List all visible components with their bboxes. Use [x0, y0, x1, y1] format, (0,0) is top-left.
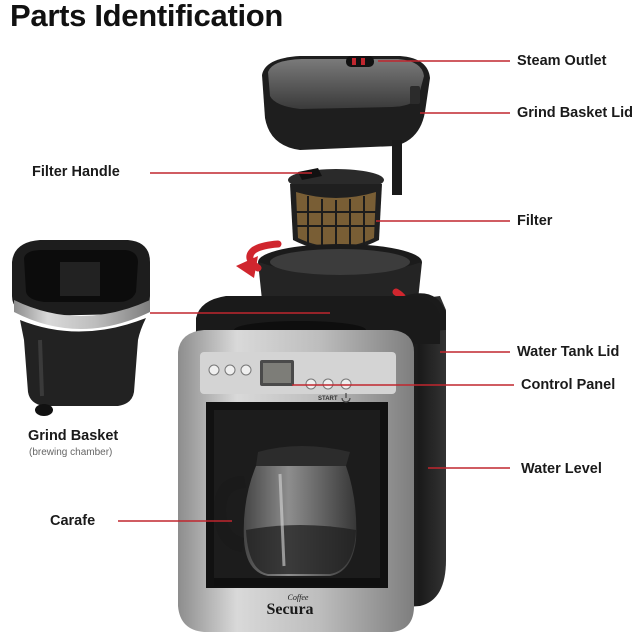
control-buttons: [208, 364, 352, 390]
start-label: START: [318, 396, 338, 402]
leader-lines: [118, 60, 514, 522]
label-water-tank-lid: Water Tank Lid: [517, 344, 620, 360]
lid-hinge-arm: [392, 140, 402, 195]
label-filter-handle: Filter Handle: [32, 164, 120, 180]
carafe-handle: [214, 476, 246, 552]
grind-basket: [12, 240, 150, 416]
brand-subtitle: Coffee: [288, 593, 309, 602]
label-carafe: Carafe: [50, 513, 96, 529]
mesh-filter: [288, 168, 384, 254]
label-grind-basket: Grind Basket: [28, 428, 119, 444]
label-control-panel: Control Panel: [521, 377, 616, 393]
grind-basket-lid: [262, 56, 430, 195]
label-steam-outlet: Steam Outlet: [517, 53, 607, 69]
label-brewing-chamber: (brewing chamber): [29, 447, 113, 458]
power-icon: [341, 393, 351, 403]
page-title: Parts Identification: [10, 0, 284, 33]
label-water-level: Water Level: [521, 461, 602, 477]
brand-name: Secura: [266, 601, 313, 618]
steam-vent-icon: [346, 56, 374, 67]
coffee-maker-body: [178, 293, 446, 632]
label-grind-basket-lid: Grind Basket Lid: [517, 105, 634, 121]
filter-handle-grip: [298, 168, 322, 180]
glass-carafe: [214, 446, 357, 576]
label-filter: Filter: [517, 213, 553, 229]
